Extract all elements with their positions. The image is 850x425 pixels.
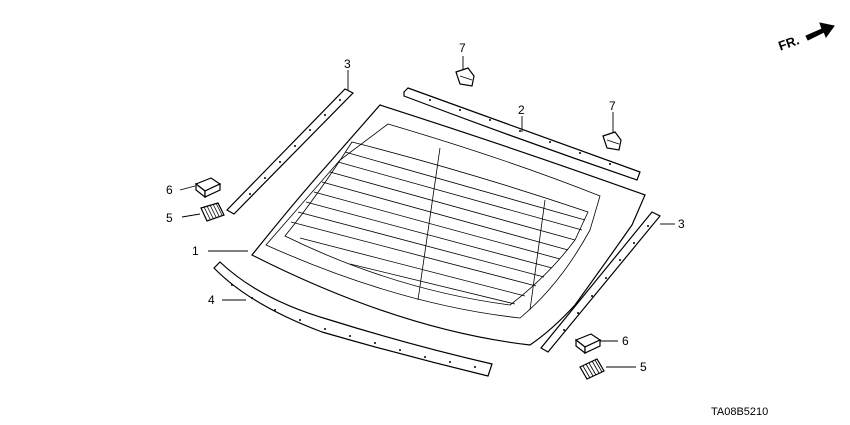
callout-7-left: 7 bbox=[459, 41, 466, 55]
fastener-left bbox=[200, 202, 225, 222]
callout-7-right: 7 bbox=[609, 99, 616, 113]
callout-1: 1 bbox=[192, 244, 199, 258]
callout-5-right: 5 bbox=[640, 360, 647, 374]
side-molding-right bbox=[540, 211, 661, 353]
defogger-grid bbox=[290, 147, 586, 311]
clip-left bbox=[455, 67, 475, 87]
fastener-right bbox=[579, 358, 605, 380]
callout-3-right: 3 bbox=[678, 217, 685, 231]
windshield-glass bbox=[251, 104, 646, 346]
spacer-left bbox=[194, 177, 222, 199]
direction-indicator: FR. bbox=[776, 22, 835, 54]
callout-6-left: 6 bbox=[166, 183, 173, 197]
clip-right bbox=[602, 131, 622, 151]
callout-4: 4 bbox=[208, 293, 215, 307]
lower-molding bbox=[213, 261, 493, 377]
leader-lines bbox=[179, 56, 675, 368]
callout-5-left: 5 bbox=[166, 211, 173, 225]
callout-6-right: 6 bbox=[622, 334, 629, 348]
callout-2: 2 bbox=[518, 103, 525, 117]
direction-label: FR. bbox=[776, 32, 801, 53]
upper-molding bbox=[403, 87, 641, 181]
arrow-right-icon bbox=[805, 22, 835, 41]
side-molding-left bbox=[226, 88, 355, 215]
spacer-right bbox=[574, 333, 602, 355]
callout-3-left: 3 bbox=[344, 57, 351, 71]
diagram-code: TA08B5210 bbox=[711, 406, 768, 418]
